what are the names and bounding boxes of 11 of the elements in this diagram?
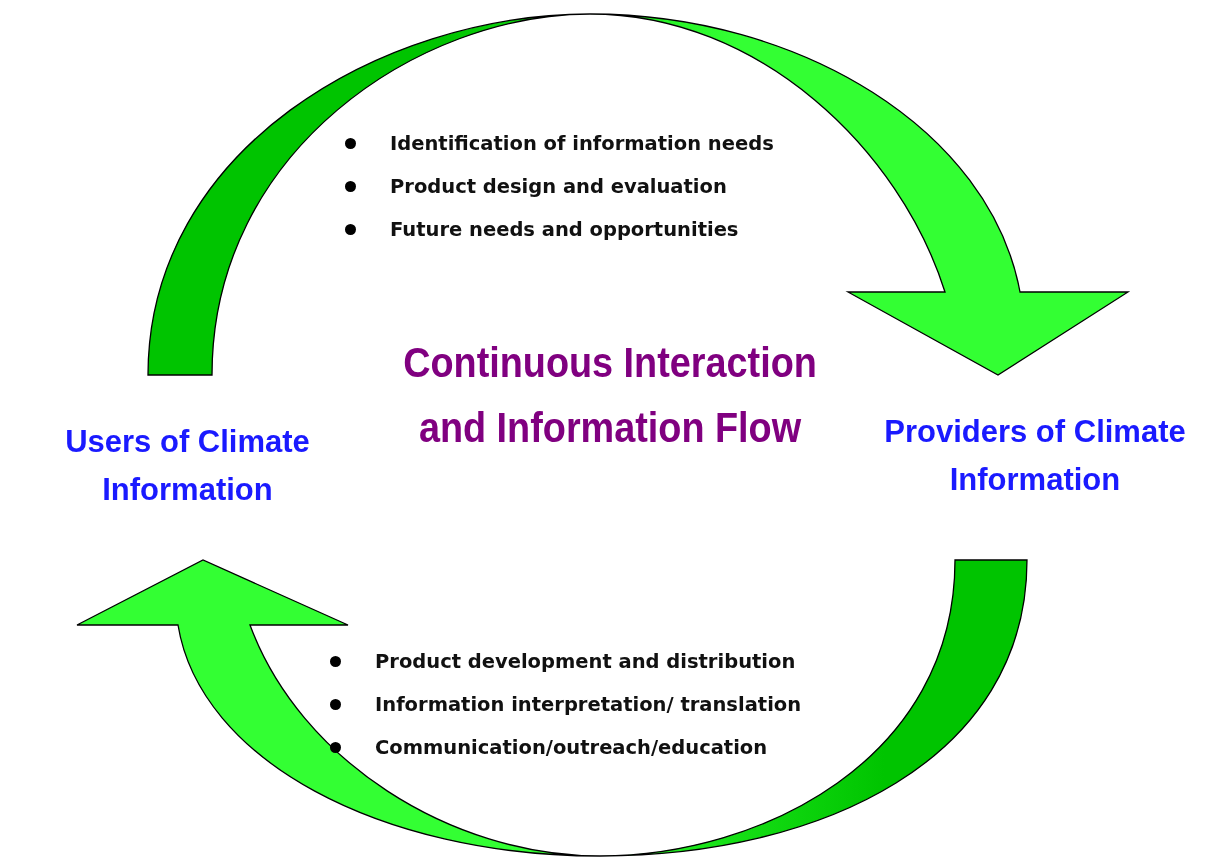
curved-block-arrow [76, 559, 1028, 857]
bullet-text: Information interpretation/ translation [375, 693, 802, 716]
bullet-text: Communication/outreach/education [375, 736, 768, 759]
node-label: Users of Climate Information [5, 418, 370, 515]
curved-block-arrow [147, 13, 1129, 376]
bullet-text: Product design and evaluation [390, 175, 727, 198]
bullet-text: Product development and distribution [375, 650, 796, 673]
center-title: Continuous Interaction and Information Flow [402, 338, 818, 454]
node-label: Providers of Climate Information [850, 408, 1220, 505]
bullet-text: Future needs and opportunities [390, 218, 739, 241]
bullet-text: Identification of information needs [390, 132, 774, 155]
